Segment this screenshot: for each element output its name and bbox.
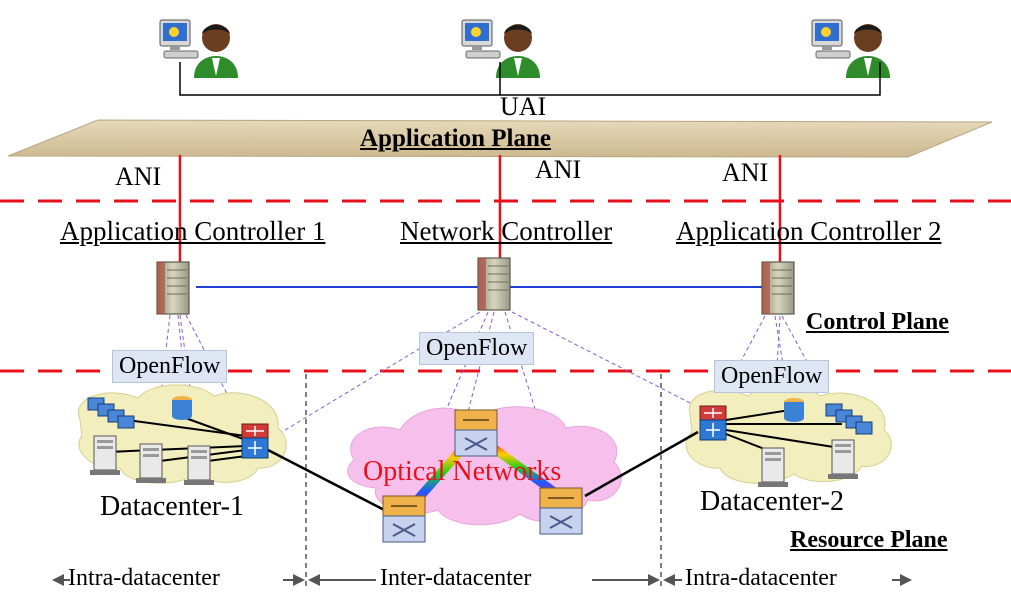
resource-plane-title: Resource Plane	[790, 527, 948, 553]
server-tower-icon	[757, 447, 789, 488]
intra-datacenter-right-label: Intra-datacenter	[685, 565, 837, 591]
openflow-label-network: OpenFlow	[419, 332, 535, 366]
server-tower-icon	[827, 439, 859, 480]
uai-label: UAI	[500, 92, 547, 121]
ani-label-3: ANI	[722, 158, 769, 187]
application-controller-1-title: Application Controller 1	[60, 216, 326, 246]
openflow-label-dc1: OpenFlow	[112, 350, 228, 384]
application-plane-title: Application Plane	[360, 125, 551, 152]
user-icon	[159, 19, 239, 79]
database-icon	[784, 398, 804, 422]
datacenter-2-title: Datacenter-2	[700, 486, 845, 517]
server-tower-icon	[183, 445, 215, 486]
openflow-switch-icon	[241, 423, 269, 459]
inter-datacenter-label: Inter-datacenter	[380, 565, 532, 591]
application-plane-shape	[7, 119, 993, 158]
openflow-switch-icon	[699, 405, 727, 441]
user-icon	[461, 19, 541, 79]
fiber-link-dc1	[267, 448, 393, 516]
application-controller-1-server-icon	[156, 261, 190, 315]
optical-switch-icon	[454, 409, 498, 457]
ani-label-2: ANI	[535, 155, 582, 184]
optical-switch-icon	[539, 487, 583, 535]
server-tower-icon	[89, 435, 121, 476]
control-plane-title: Control Plane	[806, 309, 949, 335]
network-controller-server-icon	[477, 257, 511, 311]
user-icon	[811, 19, 891, 79]
uai-bus-line	[179, 62, 881, 96]
application-controller-2-title: Application Controller 2	[676, 216, 942, 246]
datacenter-1-title: Datacenter-1	[100, 491, 245, 522]
application-controller-2-server-icon	[761, 261, 795, 315]
openflow-label-dc2: OpenFlow	[714, 360, 830, 394]
server-tower-icon	[135, 443, 167, 484]
fiber-link-dc2	[584, 430, 699, 498]
intra-datacenter-left-label: Intra-datacenter	[68, 565, 220, 591]
datacenter-1-cloud	[77, 384, 287, 484]
network-controller-title: Network Controller	[400, 216, 613, 246]
optical-networks-label: Optical Networks	[363, 456, 562, 487]
optical-switch-icon	[382, 495, 426, 543]
database-icon	[172, 396, 192, 420]
span-arrows	[52, 574, 912, 586]
ani-label-1: ANI	[115, 162, 162, 191]
